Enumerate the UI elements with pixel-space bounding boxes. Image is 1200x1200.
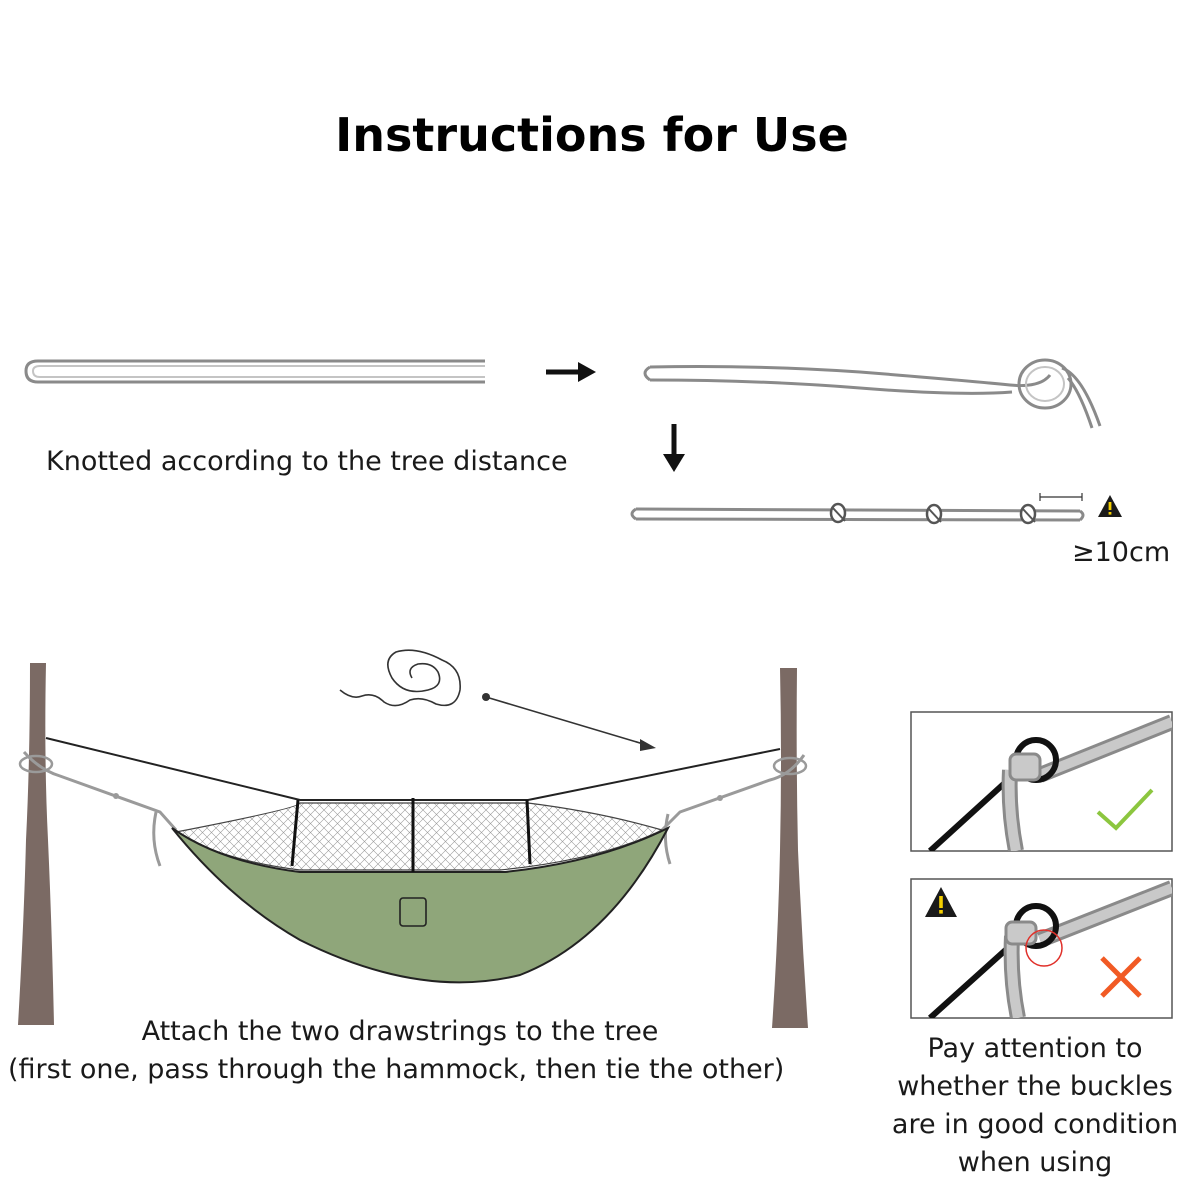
warning-icon xyxy=(1098,495,1122,517)
buckle-wrong-panel xyxy=(910,878,1173,1019)
folded-strap xyxy=(24,359,485,384)
drawstring-coil xyxy=(339,649,656,751)
buckle-caption-line: when using xyxy=(957,1147,1113,1178)
hammock-body xyxy=(171,825,671,984)
knotted-strap xyxy=(630,493,1085,525)
knot-caption: Knotted according to the tree distance xyxy=(46,446,568,477)
attach-caption-line2: (first one, pass through the hammock, th… xyxy=(8,1054,785,1085)
arrow-right-icon xyxy=(546,362,596,382)
attach-caption-line1: Attach the two drawstrings to the tree xyxy=(141,1016,659,1047)
knot xyxy=(1019,503,1037,525)
right-tree xyxy=(772,668,808,1028)
tail-length-marker xyxy=(1039,493,1083,501)
min-tail-label: ≥10cm xyxy=(1072,537,1171,568)
buckle-caption-line: Pay attention to xyxy=(927,1033,1143,1064)
page-title: Instructions for Use xyxy=(335,108,849,162)
cross-icon xyxy=(1100,956,1142,998)
hammock-pocket xyxy=(399,897,427,927)
buckle-caption: Pay attention to whether the buckles are… xyxy=(870,1030,1200,1182)
hammock xyxy=(171,798,671,984)
ridge-line xyxy=(45,737,781,801)
right-strap xyxy=(660,754,808,865)
problem-highlight-circle xyxy=(1025,929,1063,967)
check-icon xyxy=(1096,788,1154,831)
left-tree xyxy=(18,663,54,1025)
buckle-correct-panel xyxy=(910,711,1173,852)
knot xyxy=(829,502,847,524)
left-strap xyxy=(18,751,178,867)
strap-with-loop xyxy=(643,358,1102,429)
warning-icon xyxy=(925,887,957,917)
buckle-caption-line: whether the buckles xyxy=(897,1071,1173,1102)
buckle-caption-line: are in good condition xyxy=(891,1109,1179,1140)
knot xyxy=(925,503,943,525)
arrow-down-icon xyxy=(663,424,685,472)
